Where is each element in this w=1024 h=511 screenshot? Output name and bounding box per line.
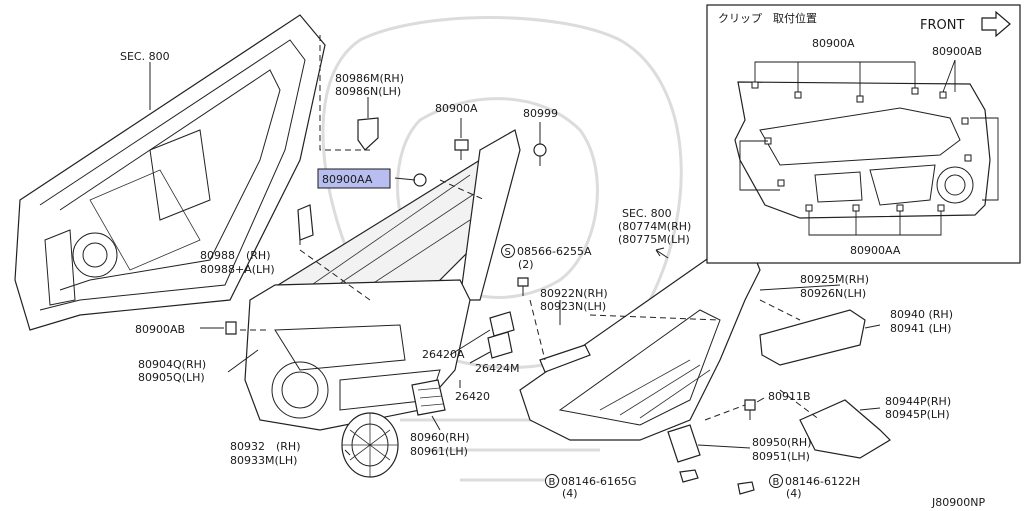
label-08566-qty: (2) [518,258,534,271]
bolt-6122h [737,481,755,495]
label-80933m: 80933M(LH) [230,454,297,467]
armrest-pad-80944 [799,399,891,459]
inset-title: クリップ 取付位置 [718,11,817,25]
clip-80900ab [225,321,237,335]
label-80922n: 80922N(RH) [540,287,608,300]
label-80900a: 80900A [435,102,478,115]
parts-26420 [487,311,515,359]
label-80932: 80932 (RH) [230,440,301,453]
inset-panel: クリップ 取付位置 FRONT 80900A 80900AB 80900AA [706,4,1021,264]
label-80999: 80999 [523,107,558,120]
label-sec800-top: SEC. 800 [120,50,170,63]
switch-bezel-80950 [667,424,701,463]
door-frame-part [14,14,326,331]
label-sec800-mid: SEC. 800 [622,207,672,220]
dashed-leaders [240,35,821,421]
label-80988-rh: 80988 (RH) [200,249,271,262]
label-6165g-qty: (4) [562,487,578,500]
label-08146-6122h: 08146-6122H [785,475,860,488]
label-80950: 80950(RH) [752,436,812,449]
armrest-panel [519,244,761,441]
highlight-box [317,168,391,189]
pull-handle-part [539,344,591,373]
circle-b-letter: B [549,477,556,488]
label-6122h-qty: (4) [786,487,802,500]
label-26420a: 26420A [422,348,465,361]
label-80960: 80960(RH) [410,431,470,444]
label-80986-lh: 80986N(LH) [335,85,401,98]
bolt-6165g [679,469,699,483]
circle-b2-icon [769,474,783,488]
bracket-80986 [357,117,379,151]
diagram-code: J80900NP [931,496,985,509]
clip-80900aa [413,173,427,187]
circle-b-icon [545,474,559,488]
label-80961: 80961(LH) [410,445,468,458]
trim-upper-part [269,129,521,331]
inset-label-80900aa: 80900AA [850,244,901,257]
label-80774m: (80774M(RH) [618,220,691,233]
bracket-80988 [297,204,314,241]
label-26424m: 26424M [475,362,519,375]
label-80900ab: 80900AB [135,323,185,336]
label-80775m: (80775M(LH) [618,233,690,246]
circle-s-icon [501,244,515,258]
label-80925m: 80925M(RH) [800,273,869,286]
label-26420: 26420 [455,390,490,403]
bracket-part-80960 [411,379,446,416]
label-80904q: 80904Q(RH) [138,358,206,371]
clip-80900a [454,139,469,160]
label-80986-rh: 80986M(RH) [335,72,404,85]
label-80900aa-highlight: 80900AA [322,173,373,186]
inset-label-80900ab: 80900AB [932,45,982,58]
inset-label-80900a: 80900A [812,37,855,50]
speaker-grille-part [341,412,399,478]
circle-b2-letter: B [773,477,780,488]
label-80951: 80951(LH) [752,450,810,463]
label-80988-lh: 80988+A(LH) [200,263,275,276]
bolt-80911b [744,399,756,420]
label-08146-6165g: 08146-6165G [561,475,636,488]
label-08566: 08566-6255A [517,245,592,258]
screw-08566 [517,277,529,296]
front-arrow-icon [981,10,1011,38]
label-80923n: 80923N(LH) [540,300,606,313]
clip-80999 [533,143,547,166]
label-80944p: 80944P(RH) [885,395,951,408]
label-80941: 80941 (LH) [890,322,951,335]
inset-clip-markers [751,81,972,212]
labels: SEC. 800 80986M(RH) 80986N(LH) 80900A 80… [120,50,985,509]
inset-door-panel [734,81,991,219]
label-80905q: 80905Q(LH) [138,371,205,384]
inset-front-label: FRONT [920,18,964,33]
armrest-pad-80940 [759,309,866,366]
circle-s-letter: S [505,247,511,258]
leader-lines [200,97,881,456]
label-80940: 80940 (RH) [890,308,953,321]
label-80911b: 80911B [768,390,811,403]
label-80945p: 80945P(LH) [885,408,950,421]
inset-leaders [739,59,999,236]
label-80926n: 80926N(LH) [800,287,866,300]
